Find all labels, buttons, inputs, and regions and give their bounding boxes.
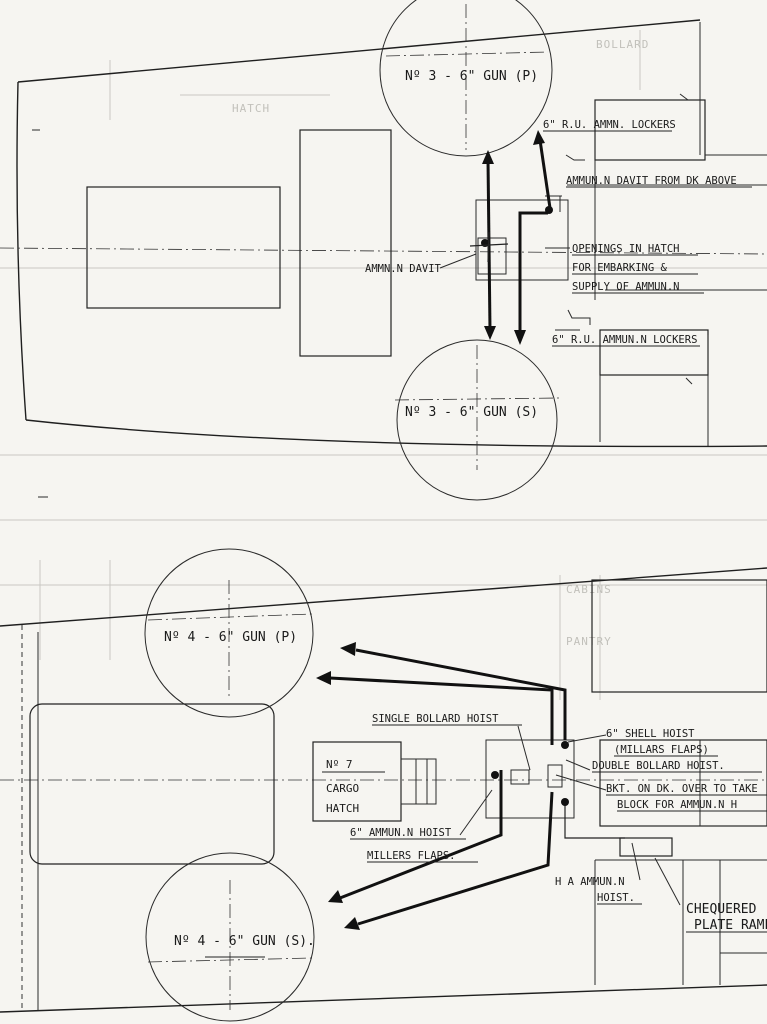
faint-hatch-text: HATCH bbox=[232, 102, 270, 115]
faint-mid-text: CABINS bbox=[566, 583, 612, 596]
hoist-box bbox=[485, 739, 575, 819]
chequered-label-2: PLATE RAMP bbox=[694, 918, 767, 933]
hatch-opening-box bbox=[475, 199, 569, 281]
openings-line-1: OPENINGS IN HATCH bbox=[572, 243, 679, 255]
gun-3-port-label: Nº 3 - 6" GUN (P) bbox=[405, 69, 538, 84]
bleed-through-lines bbox=[0, 30, 767, 700]
gun-3-stbd-label: Nº 3 - 6" GUN (S) bbox=[405, 405, 538, 420]
single-bollard-label: SINGLE BOLLARD HOIST bbox=[372, 713, 499, 725]
gun-circle-3-stbd bbox=[396, 339, 558, 501]
ru-lockers-top-label: 6" R.U. AMMN. LOCKERS bbox=[543, 119, 676, 131]
chequered-ramp-box bbox=[619, 837, 673, 857]
lower-deckhouse-top bbox=[591, 579, 767, 693]
gun-4-port-label: Nº 4 - 6" GUN (P) bbox=[164, 630, 297, 645]
upper-centreline bbox=[0, 247, 767, 255]
upper-hatch-mid bbox=[299, 129, 392, 357]
lower-hatch-aft bbox=[29, 703, 275, 865]
shell-hoist-label-2: (MILLARS FLAPS) bbox=[614, 744, 709, 756]
ammun-hoist-label-1: 6" AMMUN.N HOIST bbox=[350, 827, 452, 839]
openings-line-3: SUPPLY OF AMMUN.N bbox=[572, 281, 679, 293]
lower-hull-port-edge bbox=[0, 567, 767, 627]
lower-plan: Nº 4 - 6" GUN (P) Nº 4 - 6" GUN (S). Nº … bbox=[0, 548, 767, 1022]
gun-circle-3-port bbox=[379, 0, 553, 157]
upper-hull-port-edge bbox=[17, 19, 701, 83]
davit-from-deck-label: AMMUN.N DAVIT FROM DK ABOVE bbox=[566, 175, 737, 187]
ammn-davit-label: AMMN.N DAVIT bbox=[365, 263, 442, 275]
ha-ammun-label-2: HOIST. bbox=[597, 892, 635, 904]
faint-top-text: BOLLARD bbox=[596, 38, 649, 51]
ammun-hoist-label-2: MILLERS FLAPS. bbox=[367, 850, 456, 862]
upper-hatch-aft bbox=[86, 186, 281, 309]
bkt-line-2: BLOCK FOR AMMUN.N H bbox=[617, 799, 737, 811]
upper-ammunition-flow-arrows bbox=[469, 130, 553, 345]
chequered-label-1: CHEQUERED bbox=[686, 902, 757, 917]
openings-line-2: FOR EMBARKING & bbox=[572, 262, 668, 274]
faint-mid2-text: PANTRY bbox=[566, 635, 612, 648]
double-bollard-label: DOUBLE BOLLARD HOIST. bbox=[592, 760, 725, 772]
upper-plan: Nº 3 - 6" GUN (P) Nº 3 - 6" GUN (S) 6" R… bbox=[0, 0, 767, 501]
shell-hoist-label-1: 6" SHELL HOIST bbox=[606, 728, 695, 740]
ru-lockers-bottom-label: 6" R.U. AMMUN.N LOCKERS bbox=[552, 334, 697, 346]
lower-ammunition-flow-arrows bbox=[316, 642, 625, 930]
gun-circle-4-stbd bbox=[145, 852, 315, 1022]
upper-hull-stern bbox=[16, 81, 27, 421]
cargo-word-label: CARGO bbox=[326, 782, 359, 795]
gun-circle-4-port bbox=[144, 548, 314, 718]
bkt-line-1: BKT. ON DK. OVER TO TAKE bbox=[606, 783, 758, 795]
ha-ammun-label-1: H A AMMUN.N bbox=[555, 876, 625, 888]
upper-hull-stbd-edge bbox=[25, 419, 767, 448]
hatch-word-label: HATCH bbox=[326, 802, 359, 815]
gun-4-stbd-label: Nº 4 - 6" GUN (S). bbox=[174, 934, 315, 949]
lower-hull-stbd-edge bbox=[0, 984, 767, 1013]
cargo-number-label: Nº 7 bbox=[326, 758, 353, 771]
